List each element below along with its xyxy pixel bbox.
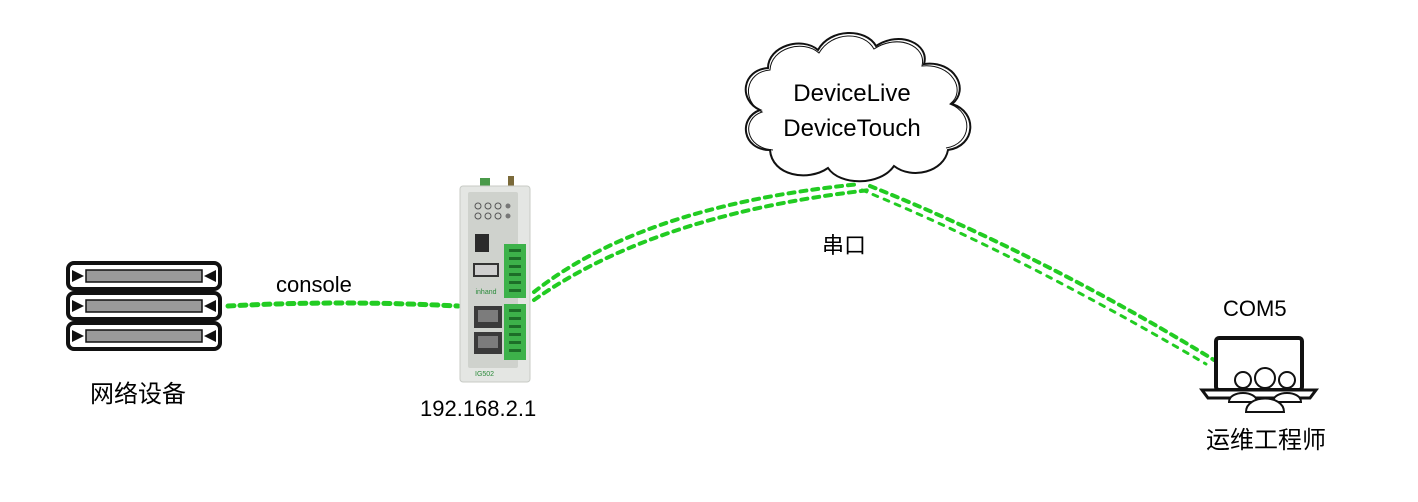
server-rack-icon (66, 261, 222, 351)
console-link-label: console (276, 272, 352, 297)
cloud-label-devicelive: DeviceLive (793, 80, 911, 107)
cloud-icon (744, 32, 972, 183)
svg-text:inhand: inhand (475, 289, 496, 296)
engineer-label: 运维工程师 (1206, 427, 1326, 454)
industrial-router-icon: inhand IG502 (459, 176, 531, 383)
serial-link-line-a (532, 182, 862, 294)
serial-link-line-c (868, 184, 1216, 362)
serial-link-label: 串口 (822, 233, 867, 258)
network-device-label: 网络设备 (90, 381, 186, 408)
laptop-users-icon (1199, 336, 1319, 413)
gateway-model-label: IG502 (475, 371, 494, 378)
gateway-ip-label: 192.168.2.1 (420, 396, 537, 421)
serial-link-line-b (532, 188, 872, 302)
console-link-line (225, 300, 461, 309)
cloud-label-devicetouch: DeviceTouch (783, 115, 921, 142)
com-port-label: COM5 (1223, 296, 1287, 321)
serial-link-line-d (860, 188, 1208, 366)
